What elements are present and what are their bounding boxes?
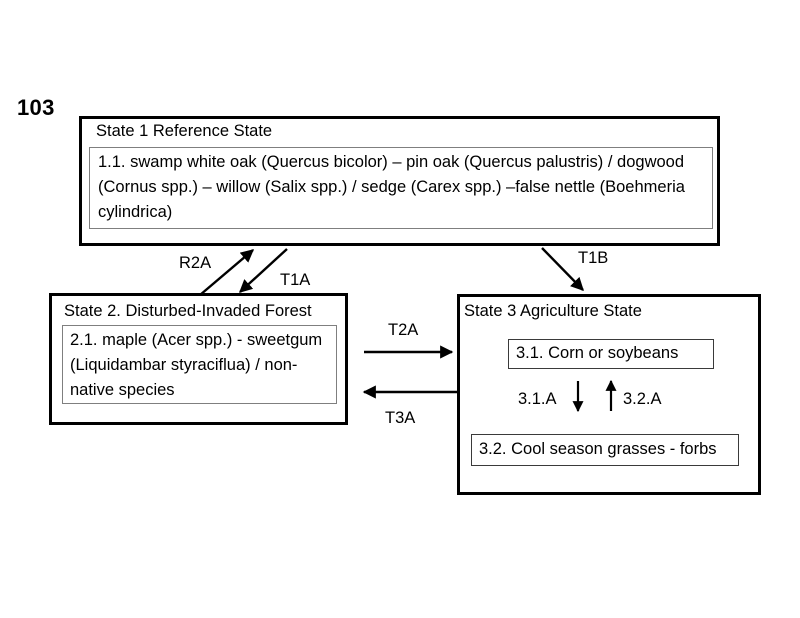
state-2-title: State 2. Disturbed-Invaded Forest [64, 302, 312, 320]
state-3-phase-3-2-box[interactable] [471, 434, 739, 466]
state-3-phase-3-1-text: 3.1. Corn or soybeans [516, 344, 679, 362]
state-2-phase-2-1-text: 2.1. maple (Acer spp.) - sweetgum (Liqui… [70, 331, 323, 399]
transition-label-r2a: R2A [179, 254, 212, 272]
transition-label-3-2-a: 3.2.A [623, 390, 662, 408]
arrow-t1b [541, 247, 584, 291]
state-2-phase-2-1-box[interactable] [62, 325, 337, 404]
transition-label-t1a: T1A [280, 271, 311, 289]
state-1-phase-1-1-box[interactable] [89, 147, 713, 229]
transition-label-t3a: T3A [385, 409, 416, 427]
state-3-phase-3-2-text: 3.2. Cool season grasses - forbs [479, 440, 717, 458]
state-3-phase-3-1-box[interactable] [508, 339, 714, 369]
state-3-title: State 3 Agriculture State [464, 302, 642, 320]
state-1-phase-1-1-text: 1.1. swamp white oak (Quercus bicolor) –… [98, 153, 685, 221]
transition-label-3-1-a: 3.1.A [518, 390, 557, 408]
state-1-title: State 1 Reference State [96, 122, 273, 140]
transition-label-t2a: T2A [388, 321, 419, 339]
transition-label-t1b: T1B [578, 249, 609, 267]
figure-number: 103 [17, 95, 55, 120]
